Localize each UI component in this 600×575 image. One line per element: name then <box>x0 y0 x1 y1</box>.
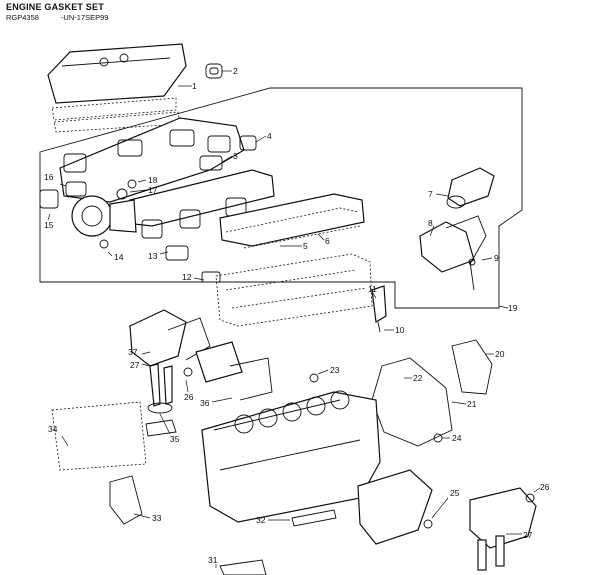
gasket-34 <box>51 401 147 471</box>
callout-5: 5 <box>303 241 308 251</box>
gasket-3 <box>199 155 223 171</box>
gasket-15 <box>39 189 59 209</box>
callout-labels: 1 2 3 4 5 6 7 8 9 10 11 12 13 14 15 16 1… <box>44 66 550 565</box>
intake-cover-part <box>47 43 187 133</box>
gasket-31 <box>219 559 267 575</box>
callout-10: 10 <box>395 325 405 335</box>
ring-18 <box>127 179 137 189</box>
callout-23: 23 <box>330 365 340 375</box>
water-outlet-part <box>419 167 495 291</box>
engine-block-part <box>201 390 381 523</box>
callout-32: 32 <box>256 515 266 525</box>
gasket-4 <box>239 135 257 151</box>
callout-3: 3 <box>233 151 238 161</box>
callout-9: 9 <box>494 253 499 263</box>
callout-17: 17 <box>148 185 158 195</box>
callout-34: 34 <box>48 424 58 434</box>
injector-part <box>371 285 387 333</box>
valve-cover-gasket-part <box>219 193 365 249</box>
callout-26-right: 26 <box>540 482 550 492</box>
callout-15: 15 <box>44 220 54 230</box>
callout-31: 31 <box>208 555 218 565</box>
callout-25: 25 <box>450 488 460 498</box>
callout-2: 2 <box>233 66 238 76</box>
turbocharger-part <box>71 195 137 249</box>
callout-21: 21 <box>467 399 477 409</box>
gasket-33 <box>109 475 143 525</box>
gasket-13 <box>165 245 189 261</box>
diagram-code: RGP4358 <box>6 13 39 22</box>
callout-4: 4 <box>267 131 272 141</box>
callout-18: 18 <box>148 175 158 185</box>
callout-26-left: 26 <box>184 392 194 402</box>
gasket-32 <box>291 509 337 527</box>
callout-11: 11 <box>368 284 377 294</box>
callout-24: 24 <box>452 433 462 443</box>
diagram-date: -UN-17SEP99 <box>60 13 109 22</box>
callout-8: 8 <box>428 218 433 228</box>
callout-7: 7 <box>428 189 433 199</box>
callout-13: 13 <box>148 251 158 261</box>
callout-33: 33 <box>152 513 162 523</box>
gasket-2 <box>205 63 223 79</box>
callout-27-left: 27 <box>130 360 140 370</box>
leader-lines <box>47 70 541 568</box>
callout-22: 22 <box>413 373 423 383</box>
callout-20: 20 <box>495 349 505 359</box>
front-cover-left-part <box>129 309 273 414</box>
callout-19: 19 <box>508 303 518 313</box>
exhaust-manifold-part <box>59 117 245 203</box>
callout-35: 35 <box>170 434 180 444</box>
ring-17 <box>116 188 128 200</box>
callout-12: 12 <box>182 272 192 282</box>
callout-6: 6 <box>325 236 330 246</box>
head-gasket-part <box>201 253 373 327</box>
callout-1: 1 <box>192 81 197 91</box>
oil-pump-part <box>469 487 537 571</box>
callout-36: 36 <box>200 398 210 408</box>
diagram-header: ENGINE GASKET SET RGP4358 -UN-17SEP99 <box>6 3 130 22</box>
callout-37: 37 <box>128 347 138 357</box>
diagram-title: ENGINE GASKET SET <box>6 2 104 12</box>
injection-pump-part <box>357 469 433 545</box>
callout-27-right: 27 <box>523 530 533 540</box>
callout-14: 14 <box>114 252 124 262</box>
callout-16: 16 <box>44 172 54 182</box>
diagram-reference: RGP4358 -UN-17SEP99 <box>6 14 130 22</box>
gasket-16 <box>65 181 87 197</box>
